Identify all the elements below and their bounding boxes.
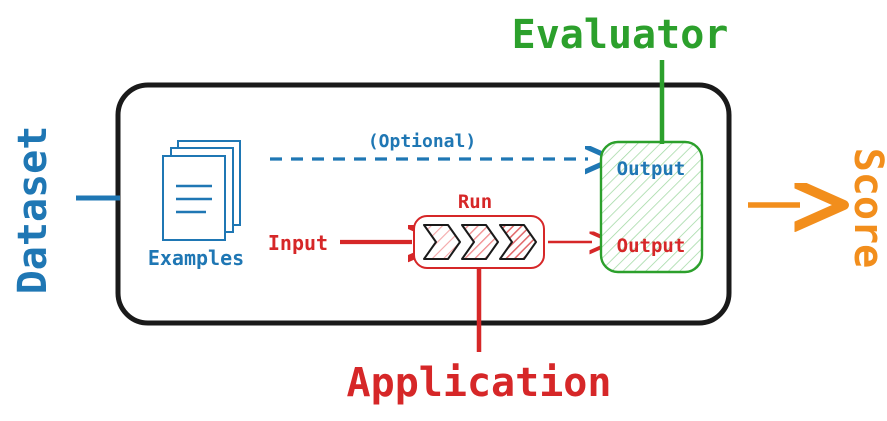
optional-label: (Optional) — [368, 131, 476, 152]
evaluator-label: Evaluator — [512, 12, 729, 58]
chevron-3-icon — [499, 224, 537, 260]
output-box — [599, 140, 704, 274]
examples-icon — [162, 140, 241, 241]
dataset-label: Dataset — [10, 126, 56, 295]
score-label: Score — [845, 148, 887, 268]
application-label: Application — [347, 360, 612, 406]
output-top-label: Output — [617, 158, 686, 180]
run-label: Run — [458, 191, 492, 213]
examples-label: Examples — [148, 246, 244, 270]
run-chevrons — [423, 224, 537, 260]
chevron-1-icon — [423, 224, 461, 260]
output-bottom-label: Output — [617, 235, 686, 257]
input-label: Input — [268, 231, 328, 255]
pipeline-container — [115, 82, 732, 326]
chevron-2-icon — [461, 224, 499, 260]
